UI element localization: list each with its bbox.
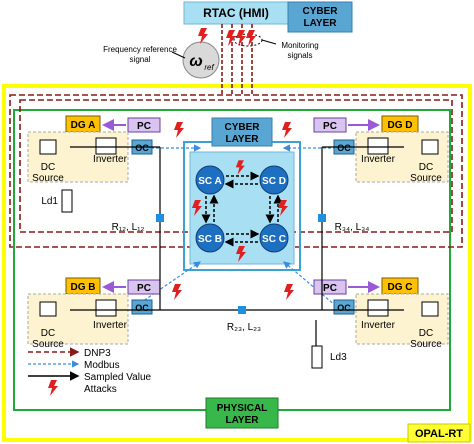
- dg-b-battery-icon: [39, 301, 57, 317]
- dg-d-oc-label: OC: [337, 143, 351, 153]
- dg-a-label: DG A: [71, 120, 96, 131]
- dg-d-label: DG D: [388, 120, 413, 131]
- dg-a-inverter-icon: [95, 137, 117, 155]
- sc-a-label: SC A: [198, 176, 222, 187]
- legend-attack-icon: [48, 380, 58, 396]
- sc-d-node[interactable]: [259, 165, 289, 195]
- omega-symbol: ω: [189, 53, 202, 70]
- dg-b-inverter-icon: [95, 299, 117, 317]
- opal-rt-label: OPAL-RT: [415, 428, 463, 440]
- legend-attacks-label: Attacks: [84, 384, 117, 395]
- opal-rt-box: [407, 423, 471, 443]
- monitoring-pointer: [261, 39, 277, 45]
- dg-a-battery-icon: [39, 139, 57, 155]
- sc-c-node[interactable]: [259, 223, 289, 253]
- dg-d-inverter-label: Inverter: [361, 154, 396, 165]
- dg-d-pc-box[interactable]: [313, 117, 347, 133]
- legend-sampled-value-label: Sampled Value: [84, 372, 152, 383]
- r12-l12-label: R₁₂, L₁₂: [112, 222, 145, 233]
- r34-l34-label: R₃₄, L₃₄: [335, 222, 370, 233]
- dg-d-battery-icon: [421, 139, 439, 155]
- frequency-pointer: [171, 51, 186, 59]
- ld3-resistor: [311, 345, 323, 369]
- dg-d-pc-label: PC: [323, 121, 337, 132]
- rtac-label: RTAC (HMI): [203, 6, 269, 20]
- sc-controllers: SC A SC B SC C SC D: [195, 165, 289, 253]
- ld3-label: Ld3: [330, 352, 347, 363]
- dg-b-label: DG B: [71, 282, 96, 293]
- dg-b-oc-label: OC: [135, 303, 149, 313]
- ld1-label: Ld1: [41, 196, 58, 207]
- opal-rt-border: [2, 84, 472, 442]
- sc-d-label: SC D: [262, 176, 286, 187]
- sc-ring-links: [201, 171, 283, 247]
- physical-network: [70, 146, 404, 346]
- legend: DNP3 Modbus Sampled Value Attacks: [28, 347, 152, 396]
- sc-c-label: SC C: [262, 234, 286, 245]
- r23-l23-label: R₂₃, L₂₃: [227, 322, 261, 333]
- dg-c-oc-label: OC: [337, 303, 351, 313]
- sc-a-node[interactable]: [195, 165, 225, 195]
- dg-c-pc-label: PC: [323, 283, 337, 294]
- physical-layer-box: [205, 397, 279, 429]
- dg-a-pc-label: PC: [137, 121, 151, 132]
- dg-a-pc-box[interactable]: [127, 117, 161, 133]
- omega-subscript: ref: [204, 63, 214, 72]
- dg-d-inverter-icon: [367, 137, 389, 155]
- cyber-layer-label-box: [211, 117, 273, 147]
- legend-modbus-label: Modbus: [84, 360, 120, 371]
- dg-b-inverter-label: Inverter: [93, 320, 128, 331]
- sc-b-node[interactable]: [195, 223, 225, 253]
- dg-b-pc-label: PC: [137, 283, 151, 294]
- legend-dnp3-label: DNP3: [84, 348, 111, 359]
- dg-c-inverter-label: Inverter: [361, 320, 396, 331]
- network-meters: [156, 214, 326, 314]
- dg-c-label: DG C: [388, 282, 413, 293]
- sc-b-label: SC B: [198, 234, 222, 245]
- top-cyber-layer-box[interactable]: [287, 1, 353, 33]
- dg-c-battery-icon: [421, 301, 439, 317]
- ld1-resistor: [61, 189, 73, 213]
- dg-a-oc-label: OC: [135, 143, 149, 153]
- dg-a-inverter-label: Inverter: [93, 154, 128, 165]
- dg-c-inverter-icon: [367, 299, 389, 317]
